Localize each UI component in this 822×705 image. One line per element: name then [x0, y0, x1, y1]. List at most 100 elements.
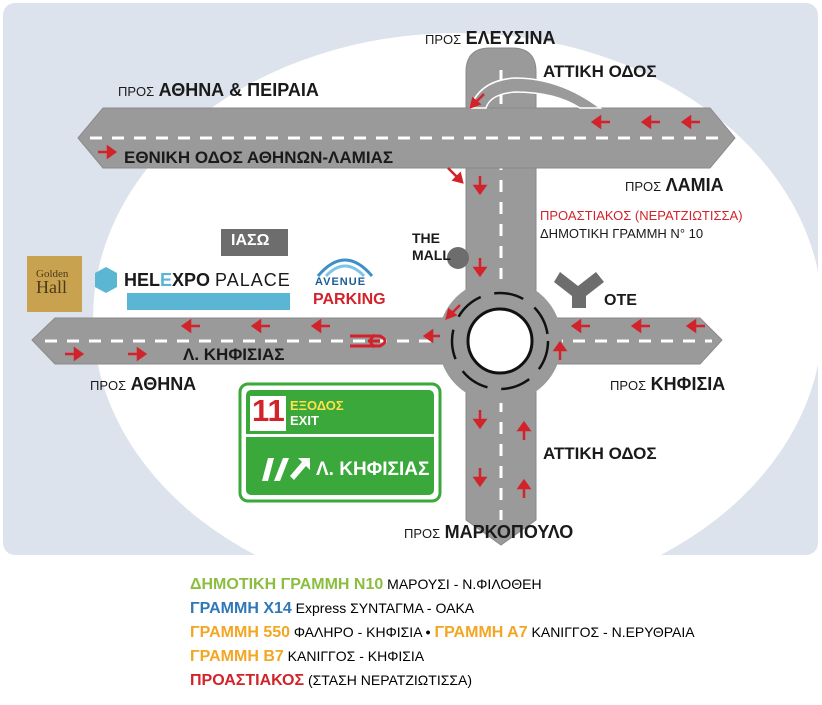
legend-row: ΔΗΜΟΤΙΚΗ ΓΡΑΜΜΗ Ν10 ΜΑΡΟΥΣΙ - Ν.ΦΙΛΟΘΕΗ — [190, 575, 542, 594]
arrow-icon — [472, 176, 488, 196]
the-mall-line2: MALL — [412, 247, 451, 263]
avenue-label: AVENUE — [315, 276, 367, 288]
exit-number-box — [250, 396, 286, 431]
helexpo-hel: HEL — [124, 270, 160, 290]
legend-row: ΓΡΑΜΜΗ Χ14 Express ΣΥΝΤΑΓΜΑ - ΟΑΚΑ — [190, 599, 474, 618]
arrow-icon — [570, 318, 590, 334]
avenue-logo-icon — [316, 258, 374, 277]
arrow-icon — [590, 114, 610, 130]
legend-key: ΓΡΑΜΜΗ 550 — [190, 624, 291, 641]
direction-name: ΑΘΗΝΑ — [130, 374, 197, 394]
legend-key: ΓΡΑΜΜΗ Α7 — [434, 624, 528, 641]
legend-background — [0, 555, 822, 705]
exit-number: 11 — [252, 393, 285, 428]
arrow-icon — [516, 478, 532, 498]
direction-athens-piraeus: ΠΡΟΣ ΑΘΗΝΑ & ΠΕΙΡΑΙΑ — [118, 80, 319, 101]
direction-prefix: ΠΡΟΣ — [90, 378, 127, 393]
road-symbol-icon — [262, 458, 289, 481]
arrow-icon — [445, 304, 461, 321]
ote-label: OTE — [604, 292, 637, 309]
parking-label: PARKING — [313, 291, 386, 308]
arrow-icon — [98, 144, 118, 160]
helexpo-cube-icon — [95, 267, 117, 293]
legend-text: ΜΑΡΟΥΣΙ - Ν.ΦΙΛΟΘΕΗ — [387, 576, 542, 592]
traffic-arrows — [65, 93, 705, 498]
direction-prefix: ΠΡΟΣ — [625, 179, 662, 194]
iaso-badge — [221, 229, 288, 256]
direction-name: ΜΑΡΚΟΠΟΥΛΟ — [444, 522, 574, 542]
helexpo-palace-label: HELEXPO PALACE — [124, 270, 291, 291]
legend-text: ΦΑΛΗΡΟ - ΚΗΦΙΣΙΑ — [293, 624, 422, 640]
golden-hall-line1: Golden — [36, 268, 69, 280]
legend-row: ΓΡΑΜΜΗ Β7 ΚΑΝΙΓΓΟΣ - ΚΗΦΙΣΙΑ — [190, 647, 424, 666]
direction-name: ΛΑΜΙΑ — [665, 175, 724, 195]
golden-hall-logo — [27, 256, 82, 312]
legend-row: ΓΡΑΜΜΗ 550 ΦΑΛΗΡΟ - ΚΗΦΙΣΙΑ • ΓΡΑΜΜΗ Α7 … — [190, 623, 695, 642]
arrow-icon — [422, 328, 440, 344]
legend-key: ΔΗΜΟΤΙΚΗ ΓΡΑΜΜΗ Ν10 — [190, 576, 384, 593]
legend-text: (ΣΤΑΣΗ ΝΕΡΑΤΖΙΩΤΙΣΣΑ) — [307, 672, 473, 688]
roundabout-island — [466, 307, 534, 375]
arrow-icon — [310, 318, 330, 334]
helexpo-palace: PALACE — [215, 270, 291, 290]
arrow-icon — [680, 114, 700, 130]
exit-arrow-icon — [290, 458, 310, 480]
legend-text: Express ΣΥΝΤΑΓΜΑ - ΟΑΚΑ — [295, 600, 475, 616]
arrow-icon — [469, 93, 485, 110]
direction-prefix: ΠΡΟΣ — [425, 32, 462, 47]
helexpo-po: XPO — [172, 270, 211, 290]
direction-name: ΚΗΦΙΣΙΑ — [650, 374, 726, 394]
direction-prefix: ΠΡΟΣ — [404, 526, 441, 541]
direction-markopoulo: ΠΡΟΣ ΜΑΡΚΟΠΟΥΛΟ — [404, 522, 573, 543]
road-label-attiki-bottom: ΑΤΤΙΚΗ ΟΔΟΣ — [543, 444, 657, 463]
road-label-kifisias: Λ. ΚΗΦΙΣΙΑΣ — [183, 345, 285, 364]
direction-kifisia: ΠΡΟΣ ΚΗΦΙΣΙΑ — [610, 374, 725, 395]
legend-text: ΚΑΝΙΓΓΟΣ - ΚΗΦΙΣΙΑ — [287, 648, 425, 664]
exit-sign-divider — [246, 434, 434, 437]
u-turn-path-icon — [350, 334, 387, 348]
iaso-label: ΙΑΣΩ — [231, 232, 270, 249]
arrow-icon — [685, 318, 705, 334]
direction-prefix: ΠΡΟΣ — [610, 378, 647, 393]
avenue-logo-inner-icon — [324, 264, 366, 278]
the-mall-icon — [447, 247, 469, 269]
arrow-icon — [447, 167, 464, 184]
direction-athens: ΠΡΟΣ ΑΘΗΝΑ — [90, 374, 196, 395]
legend-separator: • — [425, 624, 431, 640]
helexpo-bar — [127, 293, 290, 310]
municipal-line-label: ΔΗΜΟΤΙΚΗ ΓΡΑΜΜΗ Ν° 10 — [540, 226, 704, 241]
direction-lamia: ΠΡΟΣ ΛΑΜΙΑ — [625, 175, 724, 196]
arrow-icon — [180, 318, 200, 334]
direction-prefix: ΠΡΟΣ — [118, 84, 155, 99]
exit-label-en: EXIT — [290, 413, 319, 428]
legend-key: ΠΡΟΑΣΤΙΑΚΟΣ — [190, 672, 305, 689]
arrow-icon — [472, 410, 488, 430]
exit-label-gr: ΕΞΟΔΟΣ — [290, 398, 344, 413]
exit-destination: Λ. ΚΗΦΙΣΙΑΣ — [316, 459, 430, 480]
the-mall-line1: THE — [412, 230, 440, 246]
arrow-icon — [640, 114, 660, 130]
golden-hall-line2: Hall — [36, 277, 67, 297]
arrow-icon — [128, 346, 148, 362]
road-label-national: ΕΘΝΙΚΗ ΟΔΟΣ ΑΘΗΝΩΝ-ΛΑΜΙΑΣ — [124, 148, 394, 167]
legend-key: ΓΡΑΜΜΗ Β7 — [190, 648, 284, 665]
direction-name: ΕΛΕΥΣΙΝΑ — [465, 28, 556, 48]
direction-name: ΑΘΗΝΑ & ΠΕΙΡΑΙΑ — [158, 80, 319, 100]
arrow-icon — [472, 258, 488, 278]
legend-key: ΓΡΑΜΜΗ Χ14 — [190, 600, 292, 617]
arrow-icon — [65, 346, 85, 362]
interchange-ramp — [468, 77, 603, 109]
roundabout-lane — [450, 291, 550, 391]
direction-eleusina: ΠΡΟΣ ΕΛΕΥΣΙΝΑ — [425, 28, 556, 49]
legend-text: ΚΑΝΙΓΓΟΣ - Ν.ΕΡΥΘΡΑΙΑ — [531, 624, 695, 640]
arrow-icon — [472, 468, 488, 488]
legend-row: ΠΡΟΑΣΤΙΑΚΟΣ (ΣΤΑΣΗ ΝΕΡΑΤΖΙΩΤΙΣΣΑ) — [190, 671, 472, 690]
arrow-icon — [552, 340, 568, 360]
ote-logo-icon — [554, 272, 604, 308]
suburban-rail-label: ΠΡΟΑΣΤΙΑΚΟΣ (ΝΕΡΑΤΖΙΩΤΙΣΣΑ) — [540, 208, 743, 223]
road-label-attiki-top: ΑΤΤΙΚΗ ΟΔΟΣ — [543, 62, 657, 81]
arrow-icon — [250, 318, 270, 334]
